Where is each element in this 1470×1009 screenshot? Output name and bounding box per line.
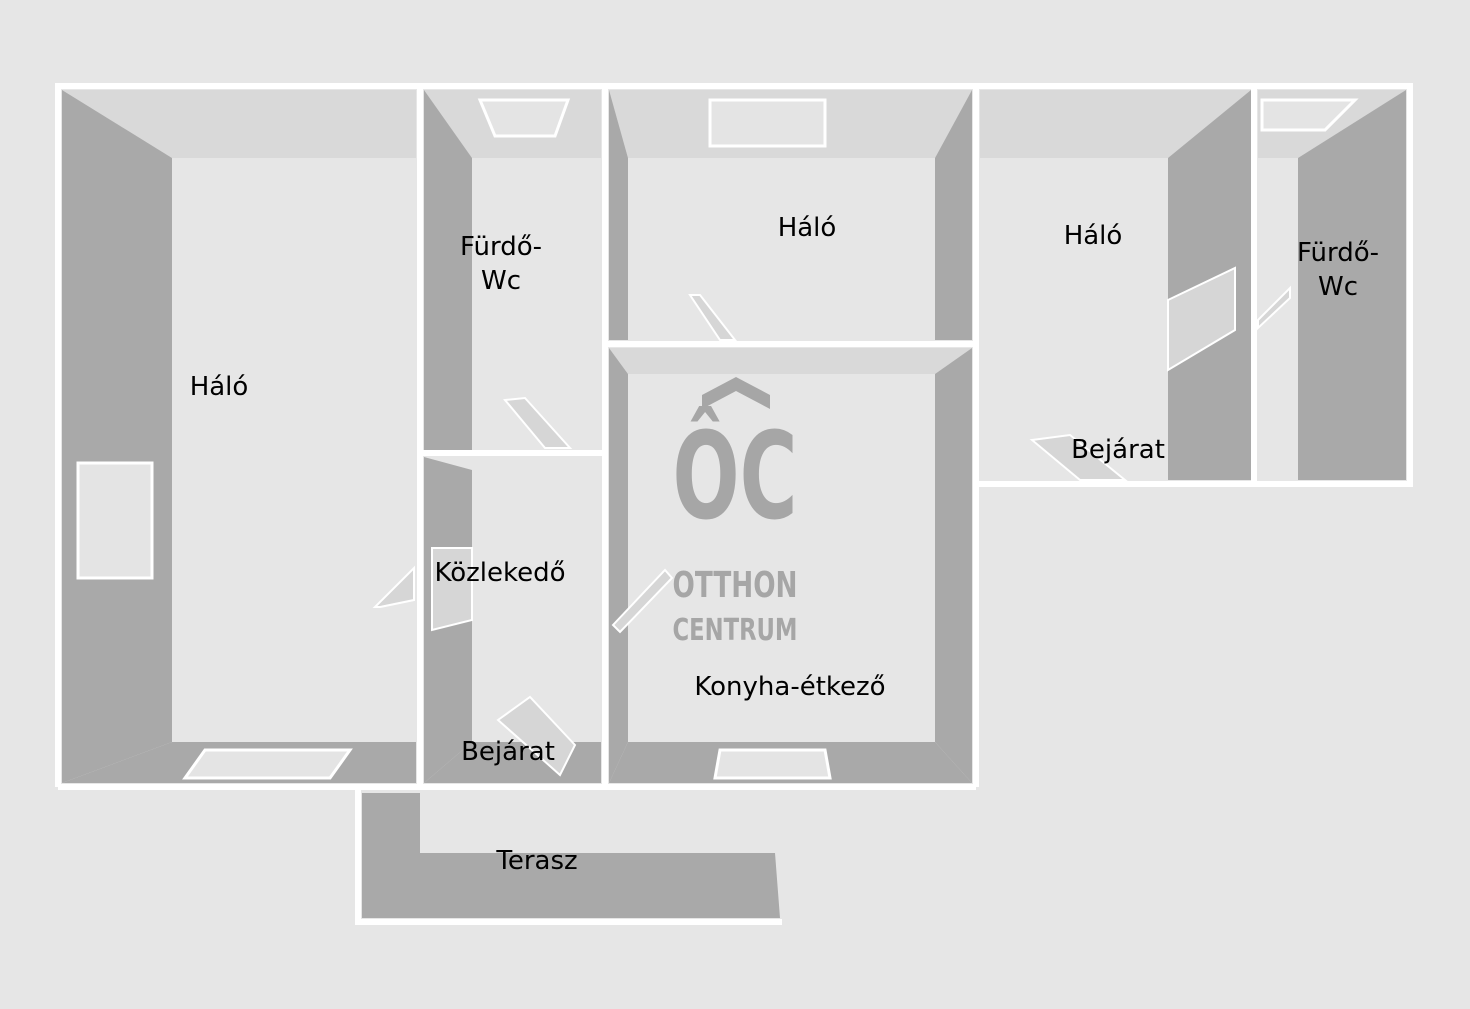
room-kozlekedo: [424, 457, 601, 783]
watermark-line1: OTTHON: [673, 565, 798, 606]
watermark-mark: ÔC: [673, 407, 798, 547]
door: [1257, 285, 1291, 331]
room-label: Bejárat: [1071, 435, 1165, 465]
room-label: Fürdő-: [460, 232, 542, 262]
room-label: Háló: [1064, 221, 1123, 251]
door: [611, 568, 674, 634]
room-label: Háló: [778, 213, 837, 243]
window: [182, 748, 353, 780]
room-halo-left: [62, 90, 416, 783]
room-furdo-wc-right: [1257, 90, 1406, 480]
window: [1260, 98, 1359, 132]
window: [713, 748, 832, 780]
room-halo-middle: [609, 90, 972, 341]
window: [477, 98, 571, 138]
door: [496, 695, 577, 777]
room-terasz: [358, 790, 780, 922]
room-label: Háló: [190, 372, 249, 402]
window: [76, 461, 154, 580]
door: [1167, 266, 1236, 372]
room-label: Bejárat: [461, 737, 555, 767]
window: [708, 98, 827, 148]
room-konyha-etkezo: [609, 348, 972, 783]
door: [503, 396, 573, 449]
room-label: Fürdő-: [1297, 238, 1379, 268]
room-label: Konyha-étkező: [694, 672, 885, 702]
door: [372, 565, 415, 608]
watermark-logo: ÔC OTTHON CENTRUM: [673, 377, 798, 648]
room-label: Közlekedő: [434, 558, 565, 588]
door: [688, 294, 738, 341]
door: [431, 547, 473, 632]
walls: [55, 83, 1413, 925]
room-furdo-wc-left: [424, 90, 601, 450]
door: [1029, 433, 1128, 481]
room-halo-right: [980, 90, 1251, 481]
watermark-line2: CENTRUM: [673, 613, 798, 648]
room-label-line2: Wc: [1318, 272, 1358, 302]
room-label-line2: Wc: [481, 266, 521, 296]
room-label: Terasz: [495, 846, 577, 876]
